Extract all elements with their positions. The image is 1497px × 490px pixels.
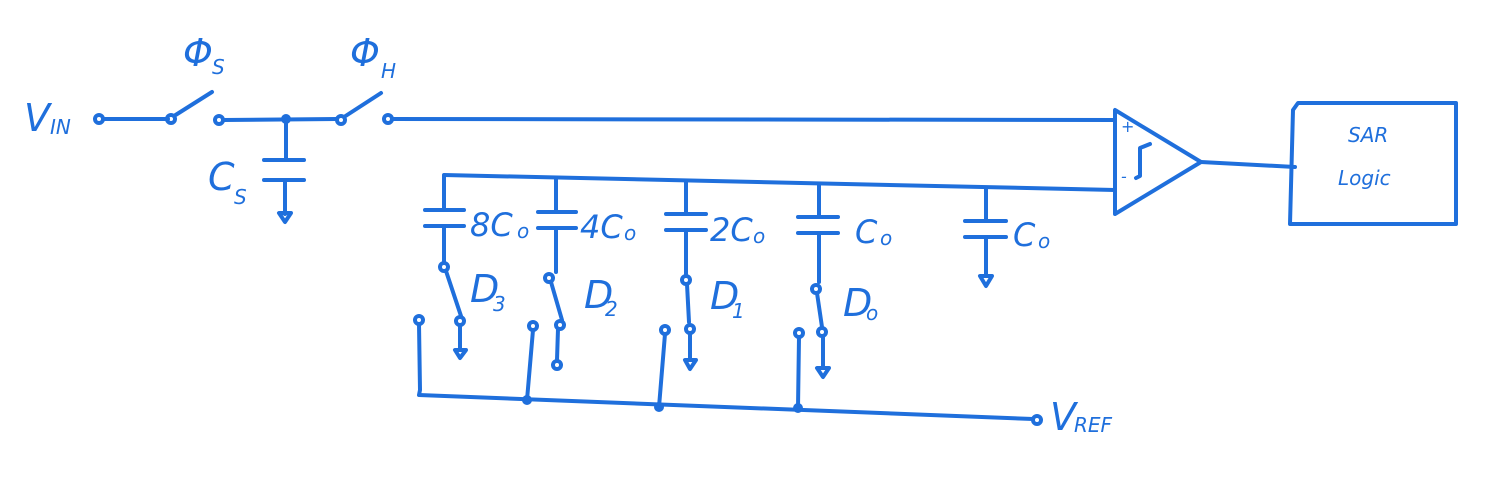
svg-text:o: o bbox=[880, 226, 892, 250]
label-d2: D 2 bbox=[584, 273, 618, 321]
svg-text:C: C bbox=[855, 213, 878, 251]
svg-text:C: C bbox=[1013, 216, 1036, 254]
svg-text:Φ: Φ bbox=[183, 31, 213, 75]
label-4c0: 4C o bbox=[580, 208, 636, 246]
vref-bus bbox=[417, 322, 1043, 426]
hold-switch bbox=[335, 91, 394, 126]
svg-text:IN: IN bbox=[50, 115, 71, 139]
sar-block-label: SAR Logic bbox=[1338, 123, 1391, 190]
comparator-plus-label: + bbox=[1121, 117, 1134, 136]
svg-text:D: D bbox=[470, 267, 499, 311]
comparator-minus-label: - bbox=[1121, 167, 1127, 186]
vin-terminal bbox=[93, 113, 105, 125]
svg-text:3: 3 bbox=[493, 292, 506, 316]
phi-h-label: Φ H bbox=[350, 31, 396, 83]
label-d1: D 1 bbox=[710, 274, 745, 323]
svg-text:V: V bbox=[24, 96, 53, 140]
svg-text:4C: 4C bbox=[580, 208, 623, 246]
svg-text:SAR: SAR bbox=[1348, 123, 1388, 147]
label-c0-switched: C o bbox=[855, 213, 892, 251]
cs-label: C S bbox=[208, 155, 247, 209]
switch-d2 bbox=[527, 280, 566, 371]
sample-switch bbox=[165, 90, 225, 126]
svg-text:S: S bbox=[212, 55, 225, 79]
svg-text:V: V bbox=[1050, 395, 1079, 439]
svg-text:D: D bbox=[584, 273, 613, 317]
label-8c0: 8C o bbox=[470, 206, 529, 244]
svg-text:-: - bbox=[1121, 167, 1127, 186]
cap-2c0 bbox=[664, 179, 708, 286]
svg-text:8C: 8C bbox=[470, 206, 513, 244]
cap-top-plate-bus bbox=[442, 173, 1117, 192]
cap-c0-grounded bbox=[963, 186, 1008, 288]
svg-text:o: o bbox=[517, 219, 529, 243]
svg-text:D: D bbox=[843, 281, 872, 325]
label-d3: D 3 bbox=[470, 267, 506, 316]
cap-8c0 bbox=[423, 174, 466, 273]
svg-text:S: S bbox=[234, 185, 247, 209]
svg-text:o: o bbox=[1038, 229, 1050, 253]
svg-text:REF: REF bbox=[1074, 413, 1113, 437]
vin-label: V IN bbox=[24, 96, 71, 140]
svg-text:o: o bbox=[866, 301, 878, 325]
svg-text:Φ: Φ bbox=[350, 31, 380, 75]
vref-label: V REF bbox=[1050, 395, 1113, 439]
label-d0: D o bbox=[843, 281, 878, 325]
svg-text:2: 2 bbox=[605, 297, 618, 321]
svg-text:+: + bbox=[1121, 117, 1134, 136]
sar-logic-block bbox=[1288, 101, 1458, 226]
svg-text:2C: 2C bbox=[710, 211, 753, 249]
switch-d3 bbox=[413, 269, 468, 360]
svg-text:1: 1 bbox=[732, 299, 745, 323]
label-c0-grounded: C o bbox=[1013, 216, 1050, 254]
sample-capacitor bbox=[262, 117, 306, 224]
svg-text:D: D bbox=[710, 274, 739, 318]
label-2c0: 2C o bbox=[710, 211, 765, 249]
svg-text:H: H bbox=[381, 59, 396, 83]
cap-c0-switched bbox=[796, 182, 840, 295]
cap-4c0 bbox=[536, 176, 578, 284]
wire-mid bbox=[221, 117, 339, 122]
svg-text:C: C bbox=[208, 155, 235, 199]
wire-to-comparator-plus bbox=[390, 117, 1117, 122]
switch-d1 bbox=[659, 282, 698, 371]
phi-s-label: Φ S bbox=[183, 31, 225, 79]
svg-text:o: o bbox=[624, 221, 636, 245]
svg-text:o: o bbox=[753, 224, 765, 248]
svg-text:Logic: Logic bbox=[1338, 166, 1391, 190]
comparator bbox=[1113, 108, 1297, 216]
